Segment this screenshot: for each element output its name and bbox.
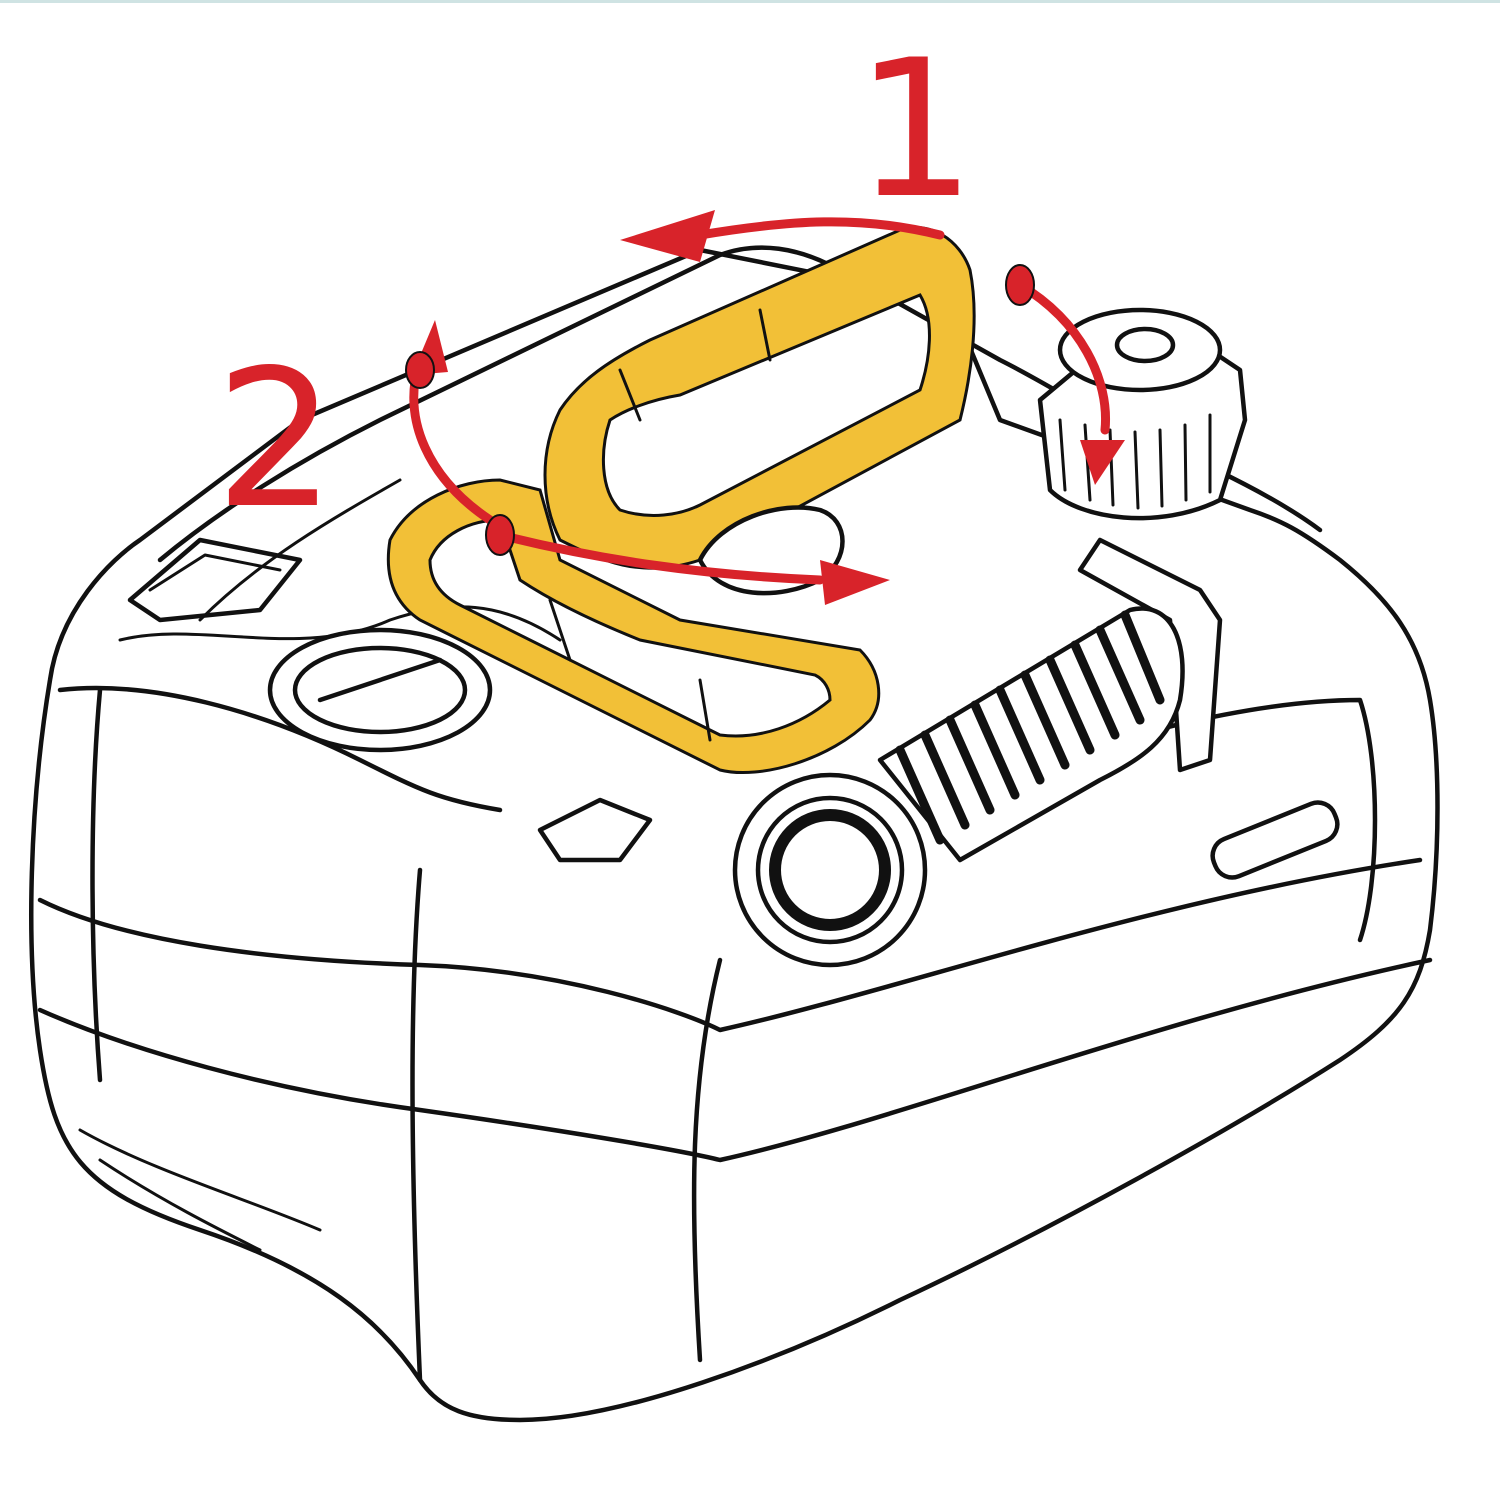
front-seam-center [410, 867, 423, 1383]
left-grip-inner [148, 553, 282, 592]
pivot-mark-2 [405, 351, 435, 389]
front-top-edge [57, 685, 503, 813]
hose-rib [995, 685, 1045, 785]
lid-ridge [118, 605, 562, 642]
band-upper [37, 857, 1423, 1033]
rotation-arrows [405, 210, 1125, 605]
filler-cap-ring [292, 645, 468, 735]
spout-nozzle-opening [769, 809, 891, 931]
hose-rib [895, 745, 945, 845]
hose-rib [1070, 640, 1120, 740]
spout-nozzle-outer [732, 772, 928, 968]
hose-rib [920, 730, 970, 830]
base-curve [78, 1128, 322, 1232]
top-border-rule [0, 0, 1500, 3]
filler-cap-slot [317, 657, 443, 703]
base-curve-2 [98, 1158, 262, 1252]
lid-ridge-2 [198, 478, 402, 622]
arrow-2b-head [820, 560, 890, 605]
hose-rib [1045, 655, 1095, 755]
hose-rib [970, 700, 1020, 800]
pivot-point-2 [485, 514, 515, 556]
hose-rib [945, 715, 995, 815]
arrow-1-curve [695, 217, 945, 240]
front-seam-left [90, 687, 103, 1083]
side-vent-slot [1210, 800, 1340, 880]
spout-hose [732, 537, 1223, 968]
front-tab [537, 797, 653, 863]
arrow-2b-curve [495, 530, 825, 585]
band-lower [37, 957, 1433, 1163]
front-seam-right [691, 957, 723, 1363]
arrow-1b-head [1080, 440, 1125, 485]
handle-segment-lines [548, 308, 772, 742]
filler-cap [267, 627, 493, 753]
handle-upper-loop [543, 225, 976, 570]
vent-cap-knob [1114, 326, 1176, 364]
tank-outline [29, 247, 1440, 1423]
pivot-point-1 [1005, 264, 1035, 306]
arrow-1b-curve [1015, 280, 1111, 435]
arrow-1-head [620, 210, 715, 262]
hose-rib [1120, 610, 1165, 705]
hose-rib [1020, 670, 1070, 770]
hose-rib [1095, 625, 1145, 725]
callout-1: 1 [855, 19, 976, 240]
callout-2: 2 [215, 329, 336, 550]
vent-cap [1037, 307, 1248, 521]
left-grip-recess [127, 537, 303, 623]
spout-nozzle-ring [755, 795, 905, 945]
